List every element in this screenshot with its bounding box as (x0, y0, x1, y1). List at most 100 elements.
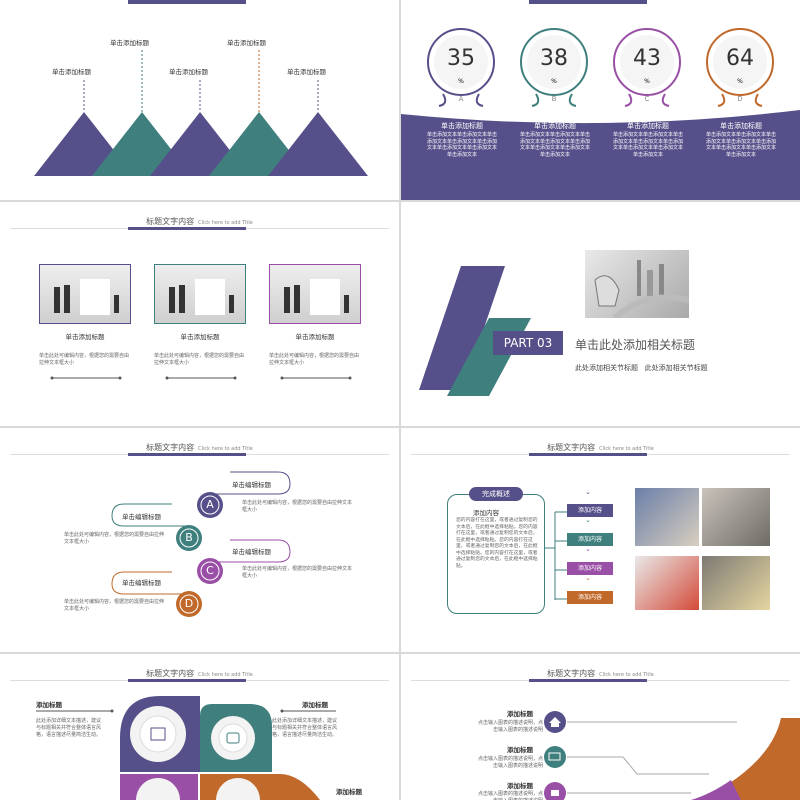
slide-mountains[interactable]: 单击添加标题 单击添加标题 单击添加标题 单击添加标题 单击添加标题 (0, 0, 399, 200)
circle-d (706, 28, 774, 107)
right-text[interactable]: 此处添加详细文本描述，建议与标题相关并符合整体语言风格，语言描述尽量简洁生动。 (272, 718, 338, 738)
percent-value-b: 38 (540, 46, 568, 71)
abcd-connectors (111, 471, 291, 617)
header-title: 标题文字内容 (146, 217, 195, 226)
header-subtitle: Click here to add Title (198, 220, 253, 226)
mountain-label-3[interactable]: 单击添加标题 (169, 68, 208, 76)
header-accent (529, 679, 647, 682)
mountain-chart (34, 50, 368, 176)
item-text-d[interactable]: 单击此处可编辑内容，根据您的需要自由拉伸文本框大小 (64, 599, 165, 612)
overview-body[interactable]: 您的内容打在这里，或者通过复制您的文本后，在此框中选择粘贴。您的内容打在这里，或… (456, 518, 538, 569)
left-text[interactable]: 此处添加详细文本描述，建议与标题相关并符合整体语言风格，语言描述尽量简洁生动。 (36, 718, 102, 738)
top-accent-bar (128, 0, 246, 4)
item-title-a[interactable]: 单击编辑标题 (232, 481, 271, 489)
card-text-3[interactable]: 单击此处可编辑内容，根据您的需要自由拉伸文本框大小 (269, 353, 360, 366)
section-subtitle[interactable]: 此处添加相关节标题 此处添加相关节标题 (575, 364, 708, 372)
item-title-a[interactable]: 单击添加标题 (441, 122, 483, 130)
card-title-1[interactable]: 单击添加标题 (65, 333, 105, 341)
item-title-2[interactable]: 添加标题 (507, 746, 533, 754)
card-image-3[interactable] (269, 264, 361, 324)
card-text-1[interactable]: 单击此处可编辑内容，根据您的需要自由拉伸文本框大小 (39, 353, 130, 366)
content-button-3[interactable]: 添加内容 (567, 562, 613, 575)
gear-icon (216, 778, 260, 800)
item-title-c[interactable]: 单击编辑标题 (232, 548, 271, 556)
header-title: 标题文字内容 (547, 443, 596, 452)
item-text-2[interactable]: 点击输入图表的描述说明，点击输入图表的描述说明 (477, 756, 543, 769)
percent-unit-c: % (644, 78, 650, 85)
gear-diagram (36, 696, 336, 800)
letter-c: C (644, 95, 650, 103)
percent-value-d: 64 (726, 46, 754, 71)
percent-unit-a: % (458, 78, 464, 85)
chevron-down-icon: ⌄ (585, 574, 591, 582)
letter-b: B (551, 95, 557, 103)
percentage-circles (427, 28, 774, 107)
item-text-a[interactable]: 单击添加文本单击添加文本单击添加文本单击添加文本单击添加文本单击添加文本单击添加… (427, 132, 498, 158)
letter-d: D (184, 597, 194, 610)
slide-percentages[interactable]: 35 38 43 64 % % % % A B C D 单击添加标题 单击添加标… (401, 0, 800, 200)
item-text-a[interactable]: 单击此处可编辑内容，根据您的需要自由拉伸文本框大小 (242, 500, 353, 513)
content-button-4[interactable]: 添加内容 (567, 591, 613, 604)
overview-subtitle[interactable]: 添加内容 (473, 509, 499, 517)
item-text-b[interactable]: 单击添加文本单击添加文本单击添加文本单击添加文本单击添加文本单击添加文本单击添加… (520, 132, 591, 158)
percent-unit-b: % (551, 78, 557, 85)
card-title-3[interactable]: 单击添加标题 (295, 333, 335, 341)
item-text-c[interactable]: 单击添加文本单击添加文本单击添加文本单击添加文本单击添加文本单击添加文本单击添加… (613, 132, 684, 158)
mountain-label-2[interactable]: 单击添加标题 (110, 39, 149, 47)
content-button-2[interactable]: 添加内容 (567, 533, 613, 546)
item-title-c[interactable]: 单击添加标题 (627, 122, 669, 130)
item-title-b[interactable]: 单击添加标题 (534, 122, 576, 130)
item-text-b[interactable]: 单击此处可编辑内容，根据您的需要自由拉伸文本框大小 (64, 532, 165, 545)
circle-c (613, 28, 681, 107)
circle-a (427, 28, 495, 107)
item-text-3[interactable]: 点击输入图表的描述说明，点击输入图表的描述说明 (477, 791, 543, 800)
item-title-d[interactable]: 单击编辑标题 (122, 579, 161, 587)
overview-connectors (545, 511, 567, 600)
battery-icon-bg (544, 746, 566, 768)
item-title-b[interactable]: 单击编辑标题 (122, 513, 161, 521)
header-title: 标题文字内容 (146, 443, 195, 452)
item-text-c[interactable]: 单击此处可编辑内容，根据您的需要自由拉伸文本框大小 (242, 566, 353, 579)
business-people-icon (284, 279, 349, 315)
item-title-3[interactable]: 添加标题 (507, 782, 533, 790)
header-subtitle: Click here to add Title (198, 446, 253, 452)
triangle-5 (268, 112, 368, 176)
overview-badge[interactable]: 完成概述 (469, 487, 523, 501)
mountain-label-1[interactable]: 单击添加标题 (52, 68, 91, 76)
section-title[interactable]: 单击此处添加相关标题 (575, 338, 696, 352)
card-image-2[interactable] (154, 264, 246, 324)
photo-teamwork[interactable] (702, 488, 770, 546)
letter-c: C (206, 564, 214, 577)
mountain-label-4[interactable]: 单击添加标题 (227, 39, 266, 47)
item-title-d[interactable]: 单击添加标题 (720, 122, 762, 130)
photo-meeting[interactable] (635, 488, 699, 546)
card-title-2[interactable]: 单击添加标题 (180, 333, 220, 341)
item-title-1[interactable]: 添加标题 (507, 710, 533, 718)
mountain-label-5[interactable]: 单击添加标题 (287, 68, 326, 76)
photo-puzzle[interactable] (635, 556, 699, 610)
item-text-1[interactable]: 点击输入图表的描述说明，点击输入图表的描述说明 (477, 720, 543, 733)
circle-b (520, 28, 588, 107)
item-text-d[interactable]: 单击添加文本单击添加文本单击添加文本单击添加文本单击添加文本单击添加文本单击添加… (706, 132, 777, 158)
letter-d: D (737, 95, 743, 103)
bottom-title[interactable]: 添加标题 (336, 788, 362, 796)
slide-section-part03[interactable]: PART 03 单击此处添加相关标题 此处添加相关节标题 此处添加相关节标题 (401, 202, 800, 426)
card-text-2[interactable]: 单击此处可编辑内容，根据您的需要自由拉伸文本框大小 (154, 353, 245, 366)
content-button-1[interactable]: 添加内容 (567, 504, 613, 517)
percent-value-a: 35 (447, 46, 475, 71)
left-title[interactable]: 添加标题 (36, 701, 62, 709)
gear-icon (136, 778, 180, 800)
right-title[interactable]: 添加标题 (302, 701, 328, 709)
city-photo[interactable] (585, 250, 690, 321)
card-image-1[interactable] (39, 264, 131, 324)
letter-a: A (206, 498, 214, 511)
photo-charts[interactable] (702, 556, 770, 610)
